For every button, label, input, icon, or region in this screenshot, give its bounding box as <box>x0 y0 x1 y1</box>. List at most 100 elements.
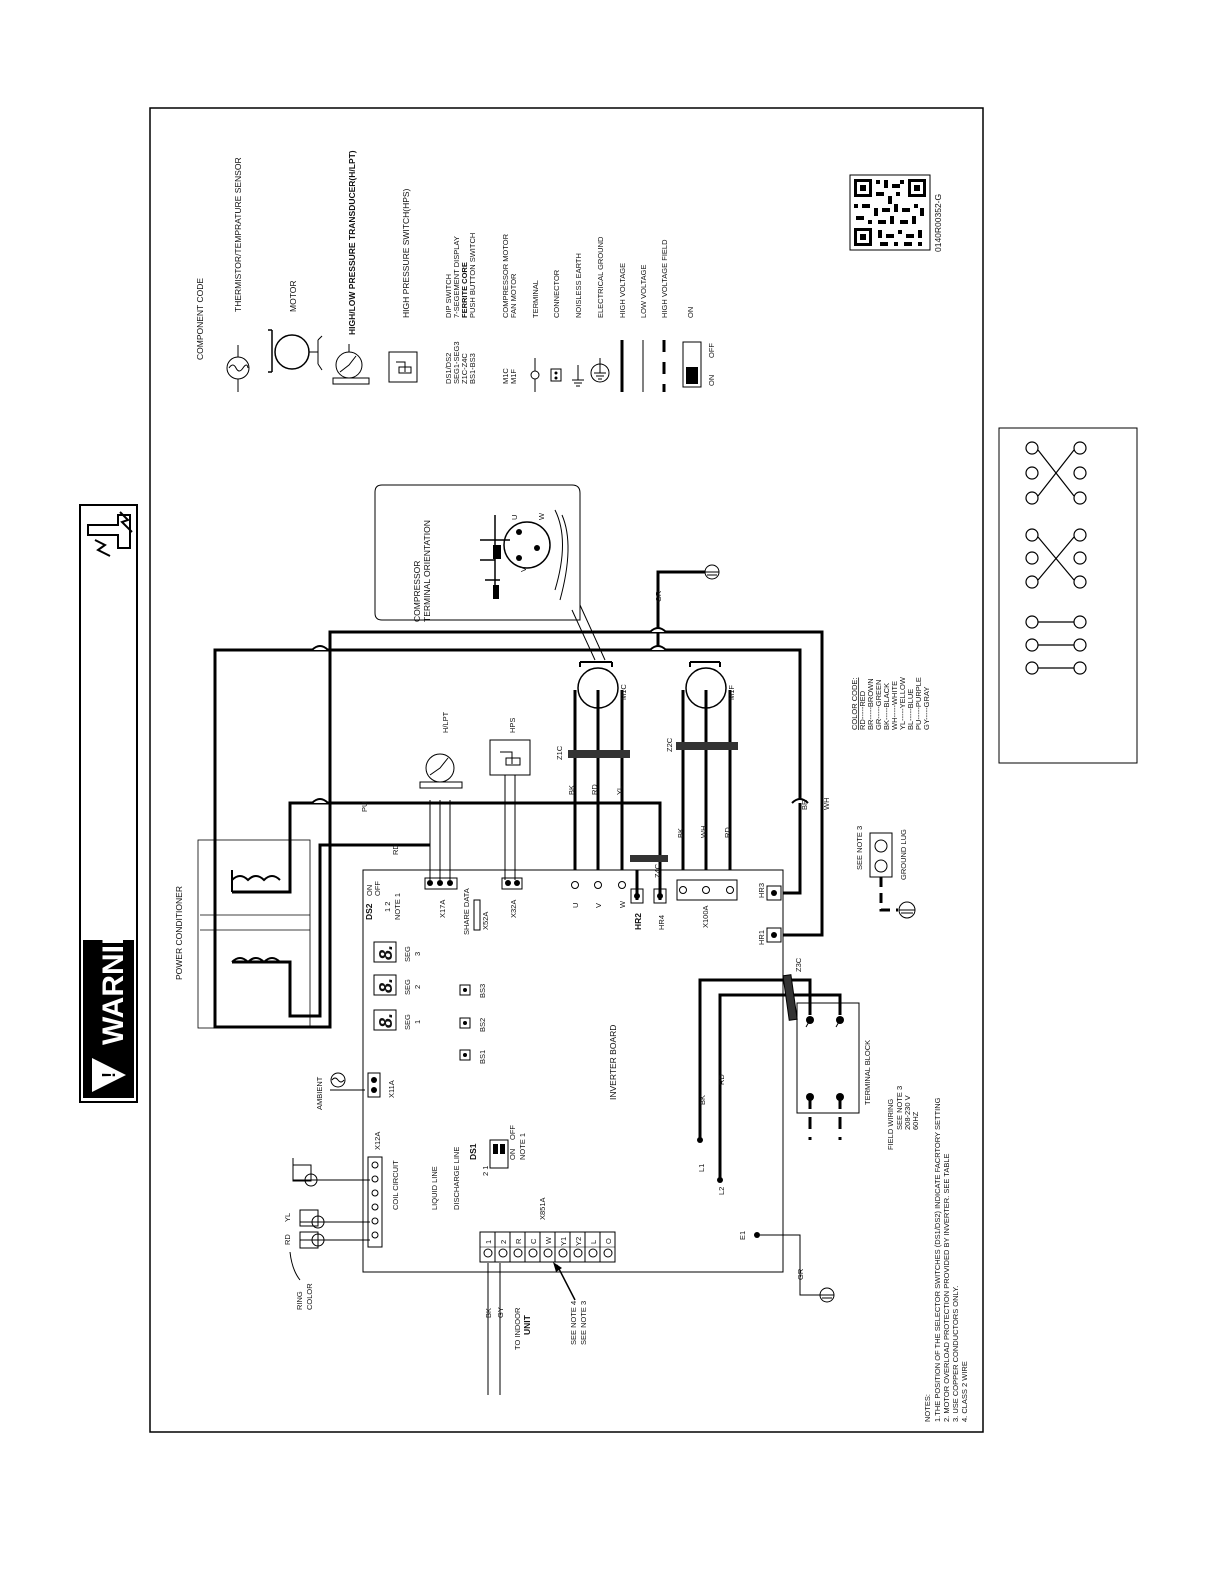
bk-bottom-label: BK <box>484 1308 493 1318</box>
legend-name1-1: 7-SEGEMENT DISPLAY <box>452 236 461 318</box>
color-code-2: GR-----GREEN <box>874 680 883 730</box>
thermistor-icon <box>226 345 250 392</box>
x11a-connector <box>367 1072 381 1098</box>
see-note-3b: SEE NOTE 3 <box>579 1301 588 1345</box>
seg-display-1: 8. <box>373 1009 397 1031</box>
m1f-motor <box>685 661 727 709</box>
bs1-label: BS1 <box>478 1050 487 1064</box>
term-w: W <box>618 900 627 908</box>
notes: NOTES: 1.THE POSITION OF THE SELECTOR SW… <box>923 1097 969 1422</box>
ds1-label: DS1 <box>468 1143 478 1160</box>
seg2-label: SEG <box>403 979 412 995</box>
hr2-terminal <box>630 888 644 904</box>
legend-hlpt: HIGH/LOW PRESSURE TRANSDUCER(H/LPT) <box>347 150 357 335</box>
z3c-label: Z3C <box>794 957 803 972</box>
hr1-terminal <box>766 927 782 943</box>
rd-wire-label-ring: RD <box>283 1234 292 1245</box>
hr2-label: HR2 <box>633 913 643 930</box>
warning-label: WARNING ! <box>79 504 138 1103</box>
legend-high-voltage: HIGH VOLTAGE <box>618 263 627 318</box>
legend-noiseless-earth: NOISLESS EARTH <box>574 253 583 318</box>
gr-top-label: GR <box>654 590 663 602</box>
compressor-orientation-box: COMPRESSOR TERMINAL ORIENTATION U W V <box>374 484 606 661</box>
svg-text:8.: 8. <box>376 945 396 960</box>
compressor-terminal-plug-icon <box>503 521 551 569</box>
z3c-ferrite <box>782 974 798 1021</box>
term-o: O <box>604 1238 613 1244</box>
see-note-4: SEE NOTE 4 <box>569 1301 578 1345</box>
note-2: 2. MOTOR OVERLOAD PROTECTION PROVIDED BY… <box>942 1153 951 1422</box>
term-u: U <box>571 903 580 908</box>
compressor-w: W <box>537 512 546 520</box>
hps-label: HPS <box>508 718 517 733</box>
x851a-terminal-strip <box>479 1231 616 1263</box>
legend-code1-3: BS1-BS3 <box>468 353 477 384</box>
ds1-off: OFF <box>508 1125 517 1140</box>
motor-icon <box>268 329 323 373</box>
l2-label: L2 <box>717 1187 726 1195</box>
legend-code2-1: M1F <box>509 369 518 384</box>
term-v: V <box>594 903 603 908</box>
low-voltage-wiring <box>292 775 820 1395</box>
legend-code1-0: DS1/DS2 <box>444 353 453 384</box>
x32a-connector <box>501 877 523 890</box>
e1-label: E1 <box>738 1231 747 1240</box>
l1-label: L1 <box>697 1164 706 1172</box>
legend-switch-on: ON <box>707 375 716 386</box>
z2c-label: Z2C <box>665 737 674 752</box>
x100a-label: X100A <box>701 905 710 928</box>
high-voltage-wiring <box>213 570 842 1180</box>
ds2-label: DS2 <box>364 903 374 920</box>
wire-crossovers <box>311 627 809 804</box>
liquid-thermistor-icon <box>299 1209 325 1229</box>
bs2-button[interactable] <box>459 1017 471 1029</box>
z4c-ferrite <box>630 855 668 862</box>
discharge-line-label: DISCHARGE LINE <box>452 1147 461 1210</box>
bk-m1c-label: BK <box>567 785 576 795</box>
z1c-ferrite <box>568 750 630 758</box>
ground-lug-icon <box>869 832 893 878</box>
x17a-label: X17A <box>438 900 447 918</box>
share-data-label: SHARE DATA <box>462 888 471 935</box>
field-wiring-2: SEE NOTE 3 <box>895 1086 904 1130</box>
legend-name1-2: FERRITE CORE <box>460 262 469 318</box>
legend-low-voltage: LOW VOLTAGE <box>639 265 648 318</box>
seg-display-2: 8. <box>373 974 397 996</box>
terminal-icon <box>530 358 540 392</box>
x52a-connector <box>473 899 481 931</box>
bs1-button[interactable] <box>459 1049 471 1061</box>
legend-on-label: ON <box>686 307 695 318</box>
note-1: 1.THE POSITION OF THE SELECTOR SWITCHES … <box>933 1097 942 1422</box>
ds1-switch[interactable] <box>489 1139 509 1169</box>
yl-wire-label: YL <box>283 1213 292 1222</box>
inverter-board-label: INVERTER BOARD <box>608 1025 618 1100</box>
hlpt-sensor <box>419 753 463 789</box>
connector-icon <box>550 368 562 382</box>
legend-name2-1: FAN MOTOR <box>509 273 518 318</box>
seg-display-3: 8. <box>373 941 397 963</box>
bs3-button[interactable] <box>459 984 471 996</box>
hr4-label: HR4 <box>657 915 666 930</box>
electrical-ground-icon <box>590 358 610 383</box>
color-code-0: RD-----RED <box>858 690 867 730</box>
inverter-board <box>362 869 784 1273</box>
yl-m1c-label: YL <box>615 786 624 795</box>
ground-top-icon <box>704 564 720 580</box>
electric-shock-hand-icon <box>87 511 133 557</box>
term-l: L <box>589 1240 598 1244</box>
wh-label: WH <box>822 798 831 811</box>
x851a-label: X851A <box>538 1197 547 1220</box>
pressure-transducer-icon <box>332 344 370 385</box>
z4c-label: Z4C <box>653 863 662 878</box>
note-arrow-icon <box>556 1264 576 1301</box>
z1c-label: Z1C <box>555 745 564 760</box>
main-frame <box>149 107 984 1433</box>
field-wiring-1: FIELD WIRING <box>886 1099 895 1150</box>
coil-circuit-label: COIL CIRCUIT <box>391 1160 400 1210</box>
terminal-block <box>796 1002 860 1114</box>
ground-bottom-icon <box>819 1287 835 1303</box>
legend-code2-0: M1C <box>501 368 510 384</box>
color-code-7: PU-----PURPLE <box>914 677 923 730</box>
field-wiring-4: 60HZ <box>911 1111 920 1130</box>
qr-code <box>849 174 931 251</box>
